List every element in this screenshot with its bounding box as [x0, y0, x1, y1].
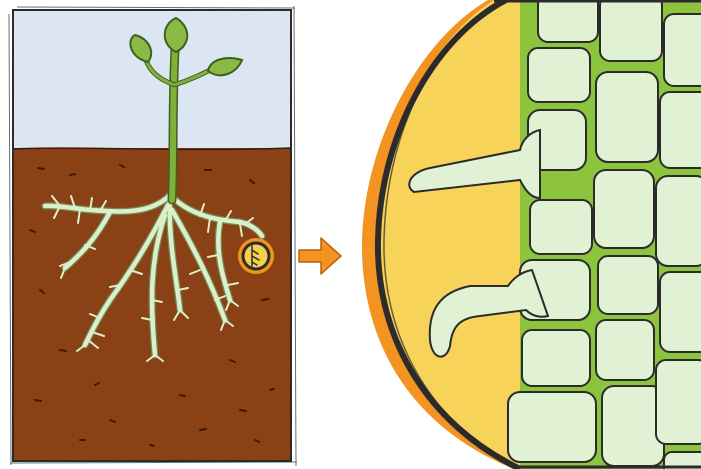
- highlight-circle: [238, 238, 274, 274]
- sky: [13, 10, 291, 150]
- plant-panel: [9, 6, 297, 466]
- zoomed-root-section: [362, 0, 701, 469]
- right-arrow-icon: [299, 238, 341, 274]
